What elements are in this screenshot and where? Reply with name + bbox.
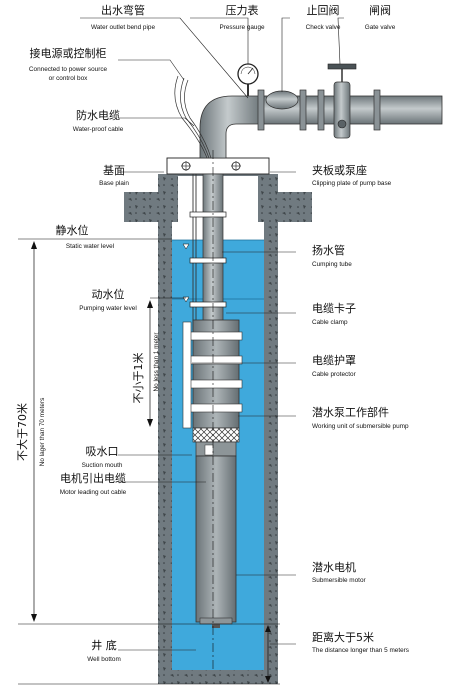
reference-lines [18,238,280,685]
clipping-plate-cn: 夹板或泵座 [312,163,367,177]
label-pumping-tube: 扬水管 Cumping tube [312,243,352,268]
label-gate-valve: 闸阀 Gate valve [365,3,396,31]
check-valve [265,90,299,110]
outlet-pipe [199,63,443,159]
cable-clamp-en: Cable clamp [312,319,348,326]
label-working-unit: 潜水泵工作部件 Working unit of submersible pump [312,405,409,430]
pump-working-unit [182,319,243,443]
not-less-1-cn: 不小于1米 [132,353,145,404]
pumping-level-cn: 动水位 [92,287,125,301]
not-less-1-en: No less than 1 meter [153,332,160,392]
leader-lines [80,17,344,651]
submersible-motor-cn: 潜水电机 [312,560,356,574]
label-distance-bottom: 距离大于5米 The distance longer than 5 meters [312,630,409,654]
dimension-5m [265,625,271,683]
working-unit-cn: 潜水泵工作部件 [312,405,389,419]
label-base-plain: 基面 Base plain [99,164,129,187]
check-valve-en: Check valve [306,24,341,31]
label-pumping-level: 动水位 Pumping water level [79,287,137,312]
outlet-pipe-en: Water outlet bend pipe [91,24,156,31]
cable-clamp-cn: 电缆卡子 [312,302,356,315]
label-waterproof-cable: 防水电缆 Water-proof cable [73,108,124,133]
distance-bottom-cn: 距离大于5米 [312,630,374,644]
power-source-en2: or control box [49,75,89,82]
label-check-valve: 止回阀 Check valve [306,3,341,31]
waterproof-cable-en: Water-proof cable [73,126,124,133]
static-level-cn: 静水位 [56,223,89,237]
distance-bottom-en: The distance longer than 5 meters [312,647,409,654]
clipping-plate-en: Clipping plate of pump base [312,180,392,187]
pressure-gauge-cn: 压力表 [226,3,259,17]
submersible-motor [195,441,237,628]
cable-protector-en: Cable protector [312,371,357,378]
pumping-level-en: Pumping water level [79,305,137,312]
base-plain-cn: 基面 [103,164,125,177]
motor-cable-cn: 电机引出电缆 [60,471,126,485]
cable-clamp [189,211,227,308]
well-bottom-en: Well bottom [87,656,121,663]
label-not-larger-70: 不大于70米 No lager than 70 meters [15,398,46,467]
cable-protector [182,321,192,429]
label-power-source: 接电源或控制柜 Connected to power source or con… [29,46,108,82]
static-level-en: Static water level [66,243,114,250]
pressure-gauge-en: Pressure gauge [219,24,265,31]
suction-mouth [192,427,240,443]
not-larger-70-en: No lager than 70 meters [39,398,46,467]
waterproof-cable-cn: 防水电缆 [76,108,120,122]
outlet-pipe-cn: 出水弯管 [101,3,145,17]
base-plain-en: Base plain [99,180,129,187]
gate-valve-cn: 闸阀 [369,3,391,17]
label-clipping-plate: 夹板或泵座 Clipping plate of pump base [312,163,392,187]
label-cable-clamp: 电缆卡子 Cable clamp [312,302,356,326]
pumping-tube-en: Cumping tube [312,261,352,268]
label-submersible-motor: 潜水电机 Submersible motor [312,560,367,584]
label-not-less-1: 不小于1米 No less than 1 meter [132,332,160,404]
label-outlet-pipe: 出水弯管 Water outlet bend pipe [91,3,156,31]
not-larger-70-cn: 不大于70米 [15,403,29,461]
suction-mouth-en: Suction mouth [82,462,123,469]
label-static-level: 静水位 Static water level [56,223,115,250]
dimension-70m [31,241,37,622]
pumping-tube-cn: 扬水管 [312,243,345,257]
pressure-gauge [237,63,259,96]
working-unit-en: Working unit of submersible pump [312,423,409,430]
well-wall-left [158,220,172,684]
submersible-motor-en: Submersible motor [312,577,367,584]
motor-cable-en: Motor leading out cable [60,489,127,496]
label-cable-protector: 电缆护罩 Cable protector [312,353,357,378]
suction-mouth-cn: 吸水口 [86,445,119,458]
power-source-en1: Connected to power source [29,66,108,73]
check-valve-cn: 止回阀 [307,3,340,17]
label-motor-cable: 电机引出电缆 Motor leading out cable [60,471,127,496]
power-source-cn: 接电源或控制柜 [30,46,107,60]
well-bottom-slab [158,670,278,684]
label-pressure-gauge: 压力表 Pressure gauge [219,3,265,31]
cable-protector-cn: 电缆护罩 [312,353,356,367]
gate-valve [327,63,357,139]
well-bottom-cn: 井 底 [91,638,117,652]
label-well-bottom: 井 底 Well bottom [87,638,121,663]
clipping-plate [166,157,270,175]
dimension-1m [147,300,153,427]
label-suction-mouth: 吸水口 Suction mouth [82,445,123,469]
well-wall-right [264,220,278,684]
gate-valve-en: Gate valve [365,24,396,31]
